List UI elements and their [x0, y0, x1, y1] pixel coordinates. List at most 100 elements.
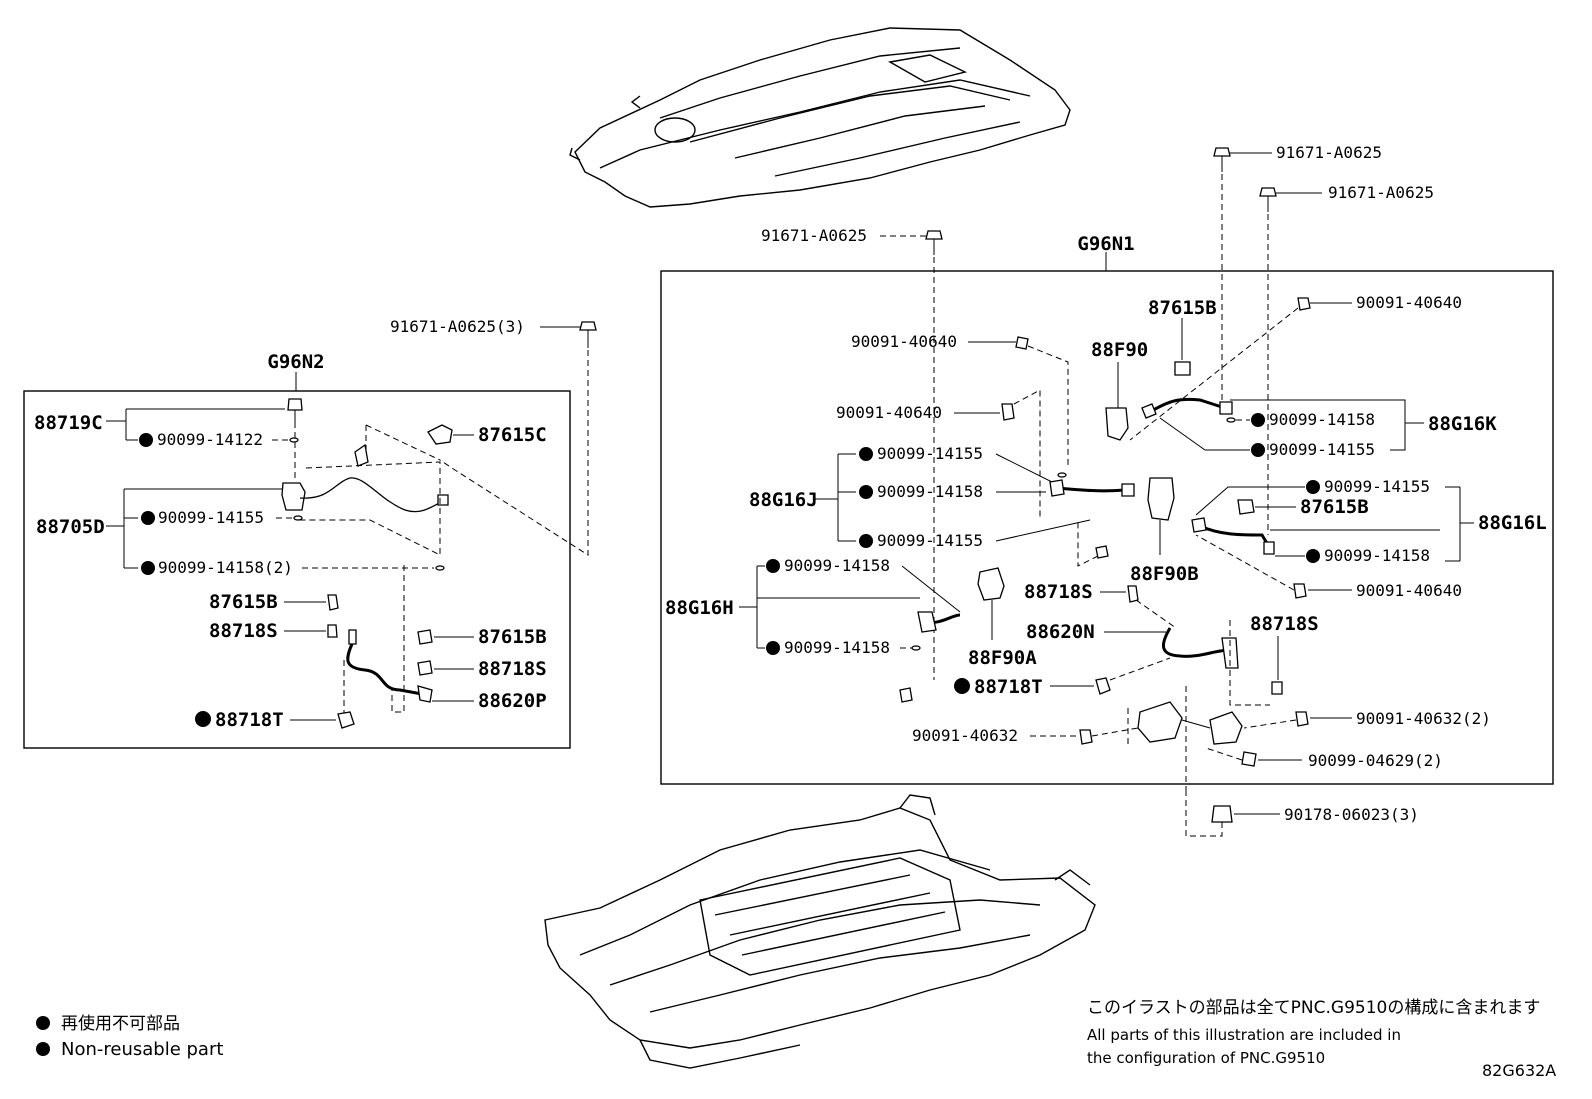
cable-88620n-illustration: [1161, 627, 1239, 669]
footnote-en-line2: the configuration of PNC.G9510: [1087, 1049, 1325, 1067]
non-reusable-marker: [36, 1016, 50, 1030]
non-reusable-marker: [1251, 413, 1265, 427]
harness-88g16k-illustration: [1141, 397, 1233, 419]
label-l-90099-14158: 90099-14158: [1324, 546, 1430, 565]
bolt-icon: [1015, 336, 1029, 350]
nut-90178-06023-group: 90178-06023(3): [1185, 790, 1419, 837]
label-88f90a: 88F90A: [968, 647, 1037, 669]
label-90091-40640-b: 90091-40640: [836, 403, 942, 422]
battery-lower-tray-illustration: [544, 794, 1096, 1069]
label-87615b-a: 87615B: [209, 591, 278, 613]
label-90091-40640-d: 90091-40640: [1356, 581, 1462, 600]
bolt-88719c-icon: [287, 398, 303, 443]
bolt-icon: [1293, 583, 1307, 599]
sensor-88f90a-icon: [977, 567, 1005, 601]
label-88620n: 88620N: [1026, 621, 1095, 643]
label-j-90099-14155-a: 90099-14155: [877, 444, 983, 463]
bracket-assembly-illustration: [1137, 701, 1243, 745]
group-g96n2-frame: [23, 390, 571, 749]
clip-87615b-icon: [1174, 361, 1191, 376]
bolt-icon: [1079, 729, 1093, 745]
footnote-jp: このイラストの部品は全てPNC.G9510の構成に含まれます: [1087, 998, 1540, 1018]
bolt-icon: [1259, 187, 1277, 197]
non-reusable-marker: [954, 678, 970, 694]
label-90099-04629-2: 90099-04629(2): [1308, 751, 1443, 770]
non-reusable-marker: [195, 711, 211, 727]
bolt-icon: [899, 687, 913, 703]
legend-en: Non-reusable part: [61, 1039, 223, 1060]
label-88718s-b: 88718S: [478, 658, 547, 680]
non-reusable-marker: [1306, 480, 1320, 494]
non-reusable-marker: [766, 559, 780, 573]
footnote: このイラストの部品は全てPNC.G9510の構成に含まれます All parts…: [1087, 998, 1556, 1080]
cable-88620p-illustration: [346, 629, 433, 703]
label-90091-40640-c: 90091-40640: [1356, 293, 1462, 312]
label-h-90099-14158-a: 90099-14158: [784, 556, 890, 575]
label-88f90: 88F90: [1091, 339, 1148, 361]
label-j-90099-14155-b: 90099-14155: [877, 531, 983, 550]
bolt-icon: [1295, 711, 1309, 727]
label-h-90099-14158-b: 90099-14158: [784, 638, 890, 657]
sensor-harness-88705d-illustration: [281, 443, 449, 513]
label-88f90b: 88F90B: [1130, 563, 1199, 585]
non-reusable-marker: [141, 561, 155, 575]
clip-87615b-mid-icon: [1237, 499, 1255, 515]
label-87615c: 87615C: [478, 424, 547, 446]
bolt-icon: [1095, 545, 1109, 559]
label-91671-a0625-a: 91671-A0625: [1276, 143, 1382, 162]
label-88g16j: 88G16J: [749, 489, 818, 511]
label-87615b-mid: 87615B: [1300, 496, 1369, 518]
legend-jp: 再使用不可部品: [61, 1013, 180, 1034]
bolt-icon: [579, 321, 597, 348]
group-g96n1: G96N1 91671-A0625 91671-A0625 91671-A062…: [660, 143, 1554, 790]
harness-88g16h-illustration: [917, 611, 961, 633]
label-88718s-a: 88718S: [209, 620, 278, 642]
bolt-icon: [925, 230, 943, 240]
clamp-87615c-icon: [427, 424, 453, 445]
bolt-icon: [1001, 403, 1015, 421]
non-reusable-marker: [766, 641, 780, 655]
label-88g16l: 88G16L: [1478, 512, 1547, 534]
clip-88718s-a-icon: [1127, 585, 1139, 603]
clip-88718t-icon: [1095, 677, 1111, 695]
clip-87615b-b-icon: [417, 629, 433, 645]
label-90091-40632: 90091-40632: [912, 726, 1018, 745]
label-90178-06023-3: 90178-06023(3): [1284, 805, 1419, 824]
bolt-icon: [1297, 297, 1311, 311]
clip-88718s-b-icon: [417, 660, 433, 676]
footnote-en-line1: All parts of this illustration are inclu…: [1087, 1026, 1401, 1044]
diagram-code: 82G632A: [1482, 1061, 1556, 1080]
label-88718s-a: 88718S: [1024, 581, 1093, 603]
clip-88718s-icon: [327, 624, 338, 638]
label-90091-40632-2: 90091-40632(2): [1356, 709, 1491, 728]
non-reusable-marker: [36, 1042, 50, 1056]
sensor-88f90-icon: [1105, 407, 1129, 441]
nut-icon: [1241, 751, 1257, 767]
harness-88g16j-illustration: [1049, 479, 1135, 497]
label-88718s-b: 88718S: [1250, 613, 1319, 635]
label-88620p: 88620P: [478, 690, 547, 712]
label-l-90099-14155: 90099-14155: [1324, 477, 1430, 496]
label-90099-14155: 90099-14155: [158, 508, 264, 527]
label-88719c: 88719C: [34, 412, 103, 434]
non-reusable-marker: [1251, 443, 1265, 457]
label-87615b-b: 87615B: [478, 626, 547, 648]
group-g96n2-code: G96N2: [267, 351, 324, 373]
label-91671-a0625-b: 91671-A0625: [1328, 183, 1434, 202]
label-88718t: 88718T: [974, 676, 1043, 698]
label-88g16k: 88G16K: [1428, 413, 1497, 435]
label-88g16h: 88G16H: [665, 597, 734, 619]
non-reusable-marker: [859, 485, 873, 499]
label-91671-a0625-3: 91671-A0625(3): [390, 317, 525, 336]
group-g96n1-frame: [660, 270, 1554, 785]
non-reusable-marker: [859, 534, 873, 548]
label-88705d: 88705D: [36, 516, 105, 538]
legend: 再使用不可部品 Non-reusable part: [36, 1013, 223, 1060]
label-k-90099-14158: 90099-14158: [1269, 410, 1375, 429]
label-87615b-top: 87615B: [1148, 297, 1217, 319]
clip-88718t-icon: [337, 711, 355, 729]
battery-upper-cover-illustration: [569, 27, 1071, 208]
label-j-90099-14158: 90099-14158: [877, 482, 983, 501]
clip-88718s-b-icon: [1271, 681, 1283, 695]
